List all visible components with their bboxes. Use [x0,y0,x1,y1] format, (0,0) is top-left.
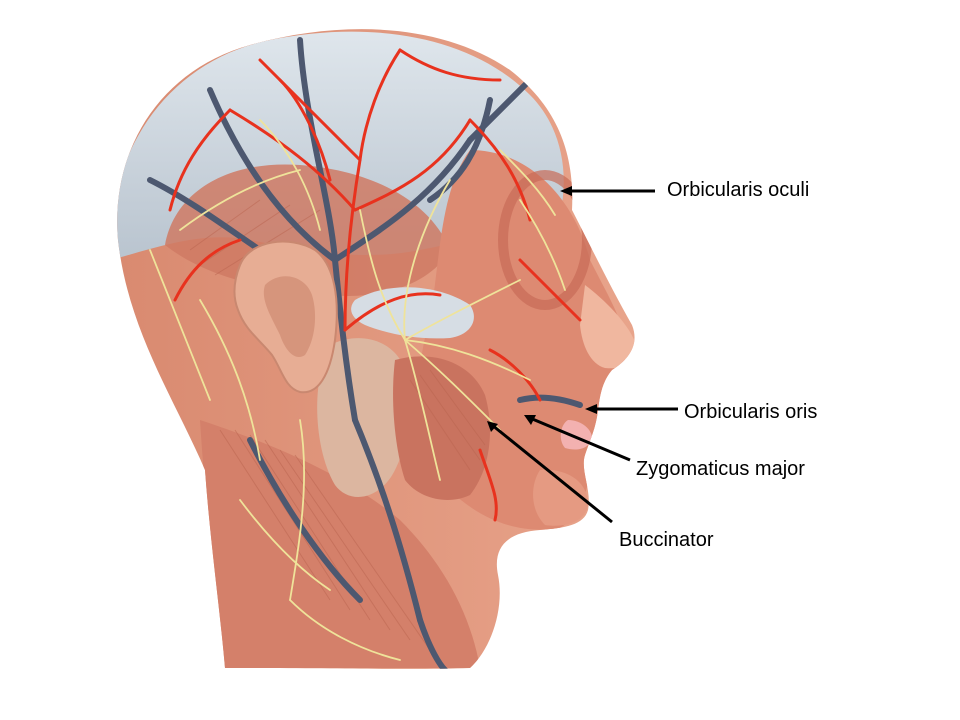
pointer-lines [491,189,678,524]
label-orbicularis-oris: Orbicularis oris [684,401,818,423]
parotid-gland [317,338,411,497]
zygomatic-arch [351,287,474,339]
arrowhead-oculi [560,186,572,196]
arrowhead-oris [585,404,597,414]
label-orbicularis-oculi: Orbicularis oculi [667,179,810,201]
nose [580,285,635,369]
chin [533,469,588,526]
ear-inner [263,276,316,358]
eye-muscle-ring [498,170,592,310]
arrowhead-zygomaticus [524,415,536,425]
label-buccinator: Buccinator [619,529,714,551]
arrowhead-buccinator [487,421,498,432]
pointer-zygomaticus-major [529,416,631,462]
pointer-buccinator [491,423,613,524]
label-zygomaticus-major: Zygomaticus major [636,458,805,480]
